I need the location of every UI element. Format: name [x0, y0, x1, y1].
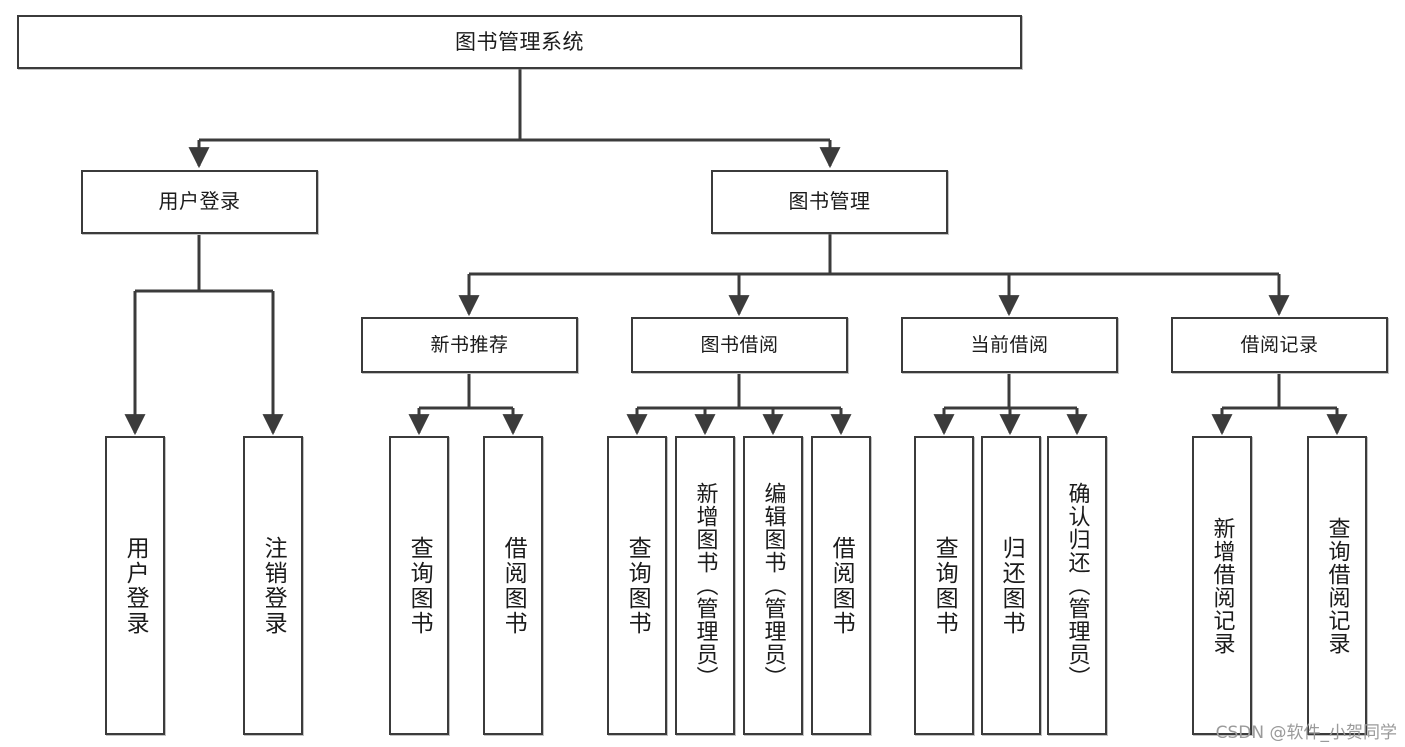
node-label: 用户登录 [122, 535, 149, 636]
watermark-text: CSDN @软件_小贺同学 [1215, 723, 1397, 743]
node-current-borrow[interactable]: 当前借阅 [901, 317, 1118, 373]
node-user-login[interactable]: 用户登录 [81, 170, 318, 234]
node-leaf-query-book-2[interactable]: 查询图书 [607, 436, 667, 735]
node-label: 当前借阅 [970, 333, 1049, 356]
node-label: 新增借阅记录 [1209, 516, 1235, 655]
node-label: 注销登录 [260, 535, 287, 636]
node-label: 查询图书 [624, 535, 651, 636]
node-book-borrow[interactable]: 图书借阅 [631, 317, 848, 373]
node-label: 归还图书 [998, 535, 1025, 636]
node-label: 图书借阅 [700, 333, 779, 356]
node-leaf-add-book[interactable]: 新增图书（管理员） [675, 436, 735, 735]
node-label: 图书管理系统 [455, 29, 584, 54]
node-leaf-borrow-book-2[interactable]: 借阅图书 [811, 436, 871, 735]
node-label: 查询图书 [931, 535, 958, 636]
node-borrow-record[interactable]: 借阅记录 [1171, 317, 1388, 373]
node-leaf-add-record[interactable]: 新增借阅记录 [1192, 436, 1252, 735]
node-leaf-logout-login[interactable]: 注销登录 [243, 436, 303, 735]
node-label: 图书管理 [788, 189, 871, 214]
node-leaf-query-book-1[interactable]: 查询图书 [389, 436, 449, 735]
node-label: 确认归还（管理员） [1064, 482, 1090, 689]
node-label: 查询图书 [406, 535, 433, 636]
node-label: 查询借阅记录 [1324, 516, 1350, 655]
node-label: 用户登录 [158, 189, 241, 214]
node-leaf-borrow-book-1[interactable]: 借阅图书 [483, 436, 543, 735]
node-leaf-confirm-return[interactable]: 确认归还（管理员） [1047, 436, 1107, 735]
node-leaf-edit-book[interactable]: 编辑图书（管理员） [743, 436, 803, 735]
node-label: 借阅记录 [1240, 333, 1319, 356]
node-leaf-user-login[interactable]: 用户登录 [105, 436, 165, 735]
node-label: 借阅图书 [500, 535, 527, 636]
node-leaf-query-record[interactable]: 查询借阅记录 [1307, 436, 1367, 735]
node-new-book-recommend[interactable]: 新书推荐 [361, 317, 578, 373]
node-leaf-return-book[interactable]: 归还图书 [981, 436, 1041, 735]
node-book-management[interactable]: 图书管理 [711, 170, 948, 234]
node-label: 新增图书（管理员） [692, 482, 718, 689]
node-root-system[interactable]: 图书管理系统 [17, 15, 1022, 69]
node-label: 借阅图书 [828, 535, 855, 636]
node-label: 新书推荐 [430, 333, 509, 356]
node-label: 编辑图书（管理员） [760, 482, 786, 689]
node-leaf-query-book-3[interactable]: 查询图书 [914, 436, 974, 735]
